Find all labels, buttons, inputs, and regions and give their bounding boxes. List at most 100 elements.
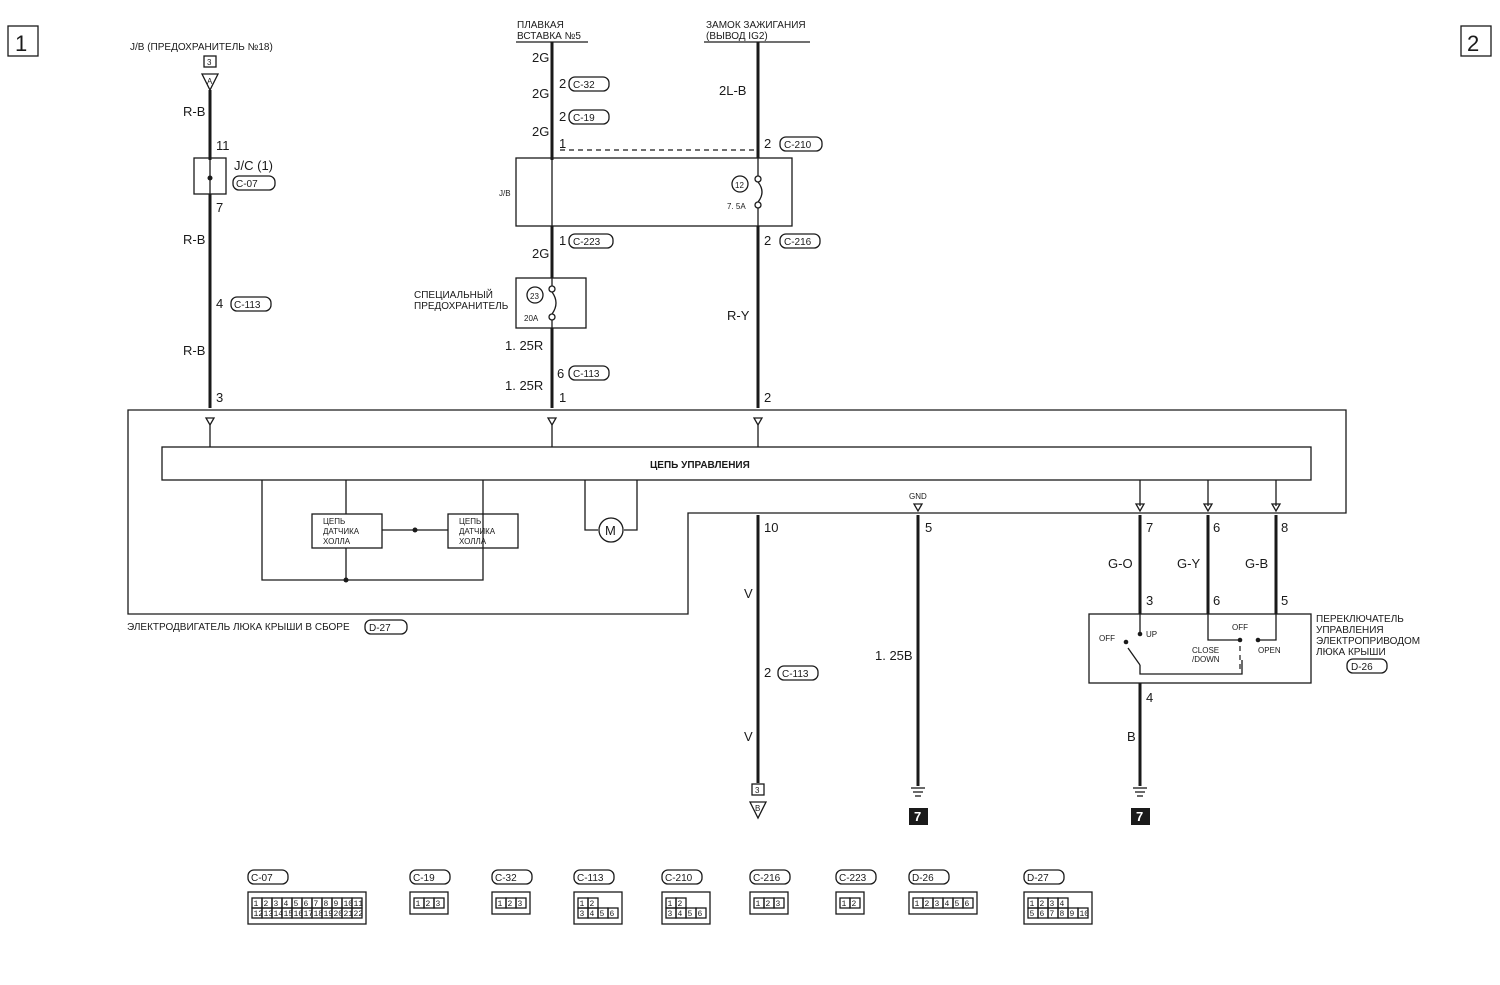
motor-wire-right bbox=[624, 480, 638, 531]
hall2-line1: ЦЕПЬ bbox=[459, 517, 481, 526]
legend-face-d26 bbox=[908, 891, 978, 915]
page-number-left: 1 bbox=[15, 31, 27, 56]
legend-pin-label: 1 bbox=[498, 900, 503, 909]
switch-open: OPEN bbox=[1258, 646, 1281, 655]
pin-label-6-c113: 6 bbox=[557, 366, 564, 381]
fusible-link-line2: ВСТАВКА №5 bbox=[517, 31, 581, 42]
connector-badge-c216 bbox=[779, 233, 821, 249]
connector-c32-label: C-32 bbox=[573, 80, 595, 91]
ground-ref-box-2 bbox=[1131, 808, 1150, 825]
legend-label-c19: C-19 bbox=[413, 873, 435, 884]
ignition-line2: (ВЫВОД IG2) bbox=[706, 31, 768, 42]
wire-label-125b: 1. 25B bbox=[875, 648, 913, 663]
ctrl-out-arrow-7 bbox=[1134, 503, 1146, 513]
special-fuse-number-circle bbox=[526, 286, 544, 304]
legend-pin-label: 4 bbox=[945, 900, 950, 909]
special-fuse-terminal-top bbox=[548, 285, 556, 293]
legend-pin-label: 7 bbox=[314, 900, 319, 909]
legend-pin-label: 4 bbox=[590, 910, 595, 919]
hall-sensor-2-box bbox=[447, 513, 519, 549]
legend-label-c210: C-210 bbox=[665, 873, 693, 884]
legend-pin-label: 22 bbox=[354, 910, 364, 919]
switch-up-contact bbox=[1137, 631, 1143, 637]
legend-pin-label: 3 bbox=[518, 900, 523, 909]
switch-line3: ЭЛЕКТРОПРИВОДОМ bbox=[1316, 636, 1420, 647]
switch-line4: ЛЮКА КРЫШИ bbox=[1316, 647, 1386, 658]
legend-label-c32: C-32 bbox=[495, 873, 517, 884]
legend-pin-label: 19 bbox=[324, 910, 334, 919]
legend-pin-label: 2 bbox=[264, 900, 269, 909]
ref-tag: 3 bbox=[755, 786, 760, 795]
legend-pin-label: 10 bbox=[1080, 910, 1090, 919]
legend-pin-label: 4 bbox=[284, 900, 289, 909]
connector-badge-c223 bbox=[568, 233, 614, 249]
switch-open-lead bbox=[1260, 614, 1277, 641]
legend-pin-label: 2 bbox=[678, 900, 683, 909]
legend-pin-label: 2 bbox=[925, 900, 930, 909]
legend-label-c113: C-113 bbox=[577, 873, 604, 884]
legend-badge-c113 bbox=[573, 869, 615, 885]
pin-label-7b: 7 bbox=[1146, 520, 1153, 535]
fuse12-number-circle bbox=[731, 175, 749, 193]
connector-c223-label: C-223 bbox=[573, 237, 601, 248]
motor-icon bbox=[598, 517, 624, 543]
legend-face-c07 bbox=[247, 891, 367, 925]
special-fuse-element bbox=[551, 291, 557, 315]
legend-face-d27 bbox=[1023, 891, 1093, 925]
legend-pin-label: 2 bbox=[508, 900, 513, 909]
connector-d27-label: D-27 bbox=[369, 623, 391, 634]
hall-sensor-1-box bbox=[311, 513, 383, 549]
ignition-line1: ЗАМОК ЗАЖИГАНИЯ bbox=[706, 20, 806, 31]
ground-ref-box-1 bbox=[909, 808, 928, 825]
legend-pin-label: 15 bbox=[284, 910, 294, 919]
connector-triangle-b bbox=[748, 801, 768, 820]
legend-pin-label: 3 bbox=[776, 900, 781, 909]
legend-pin-label: 14 bbox=[274, 910, 284, 919]
connector-c113a-label: C-113 bbox=[234, 300, 261, 311]
wire-label-2lb: 2L-B bbox=[719, 83, 746, 98]
connector-b-letter: B bbox=[755, 804, 760, 813]
wire-label-rb-1: R-B bbox=[183, 104, 205, 119]
pin-label-10: 10 bbox=[764, 520, 778, 535]
ctrl-out-arrow-8 bbox=[1270, 503, 1282, 513]
legend-pin-label: 11 bbox=[354, 900, 364, 909]
wire-label-v-2: V bbox=[744, 729, 753, 744]
pin-label-3a: 3 bbox=[216, 390, 223, 405]
legend-face-c223 bbox=[835, 891, 865, 915]
legend-badge-c223 bbox=[835, 869, 877, 885]
legend-pin-cell bbox=[351, 907, 363, 919]
legend-pin-label: 1 bbox=[254, 900, 259, 909]
legend-pin-label: 1 bbox=[1030, 900, 1035, 909]
pin-label-11: 11 bbox=[216, 138, 230, 153]
switch-common-wire bbox=[1139, 660, 1243, 675]
legend-pin-label: 16 bbox=[294, 910, 304, 919]
jc1-node bbox=[207, 175, 213, 181]
hall-bottom-node bbox=[343, 577, 349, 583]
legend-face-c216 bbox=[749, 891, 789, 915]
fuse12-number: 12 bbox=[735, 181, 744, 190]
pin-label-6b: 6 bbox=[1213, 520, 1220, 535]
legend-pin-label: 6 bbox=[1040, 910, 1045, 919]
connector-a-letter: A bbox=[207, 77, 213, 86]
pin-label-4a: 4 bbox=[216, 296, 223, 311]
pin-label-sw6: 6 bbox=[1213, 593, 1220, 608]
pin-label-2-c210: 2 bbox=[764, 136, 771, 151]
switch-close-lead bbox=[1207, 614, 1240, 641]
wire-label-2g-4: 2G bbox=[532, 246, 549, 261]
switch-off-contact-2 bbox=[1237, 637, 1243, 643]
legend-face-c19 bbox=[409, 891, 449, 915]
legend-pin-label: 2 bbox=[590, 900, 595, 909]
jb-box-label: J/B bbox=[499, 189, 511, 198]
hall-sensor-frame bbox=[261, 480, 484, 581]
legend-pin-label: 8 bbox=[1060, 910, 1065, 919]
connector-c19-label: C-19 bbox=[573, 113, 595, 124]
input-arrow-3 bbox=[752, 417, 764, 427]
legend-pin-label: 6 bbox=[610, 910, 615, 919]
legend-pin-label: 6 bbox=[304, 900, 309, 909]
legend-pin-label: 5 bbox=[600, 910, 605, 919]
fuse12-terminal-top bbox=[754, 175, 762, 183]
page-box-left bbox=[7, 25, 39, 57]
